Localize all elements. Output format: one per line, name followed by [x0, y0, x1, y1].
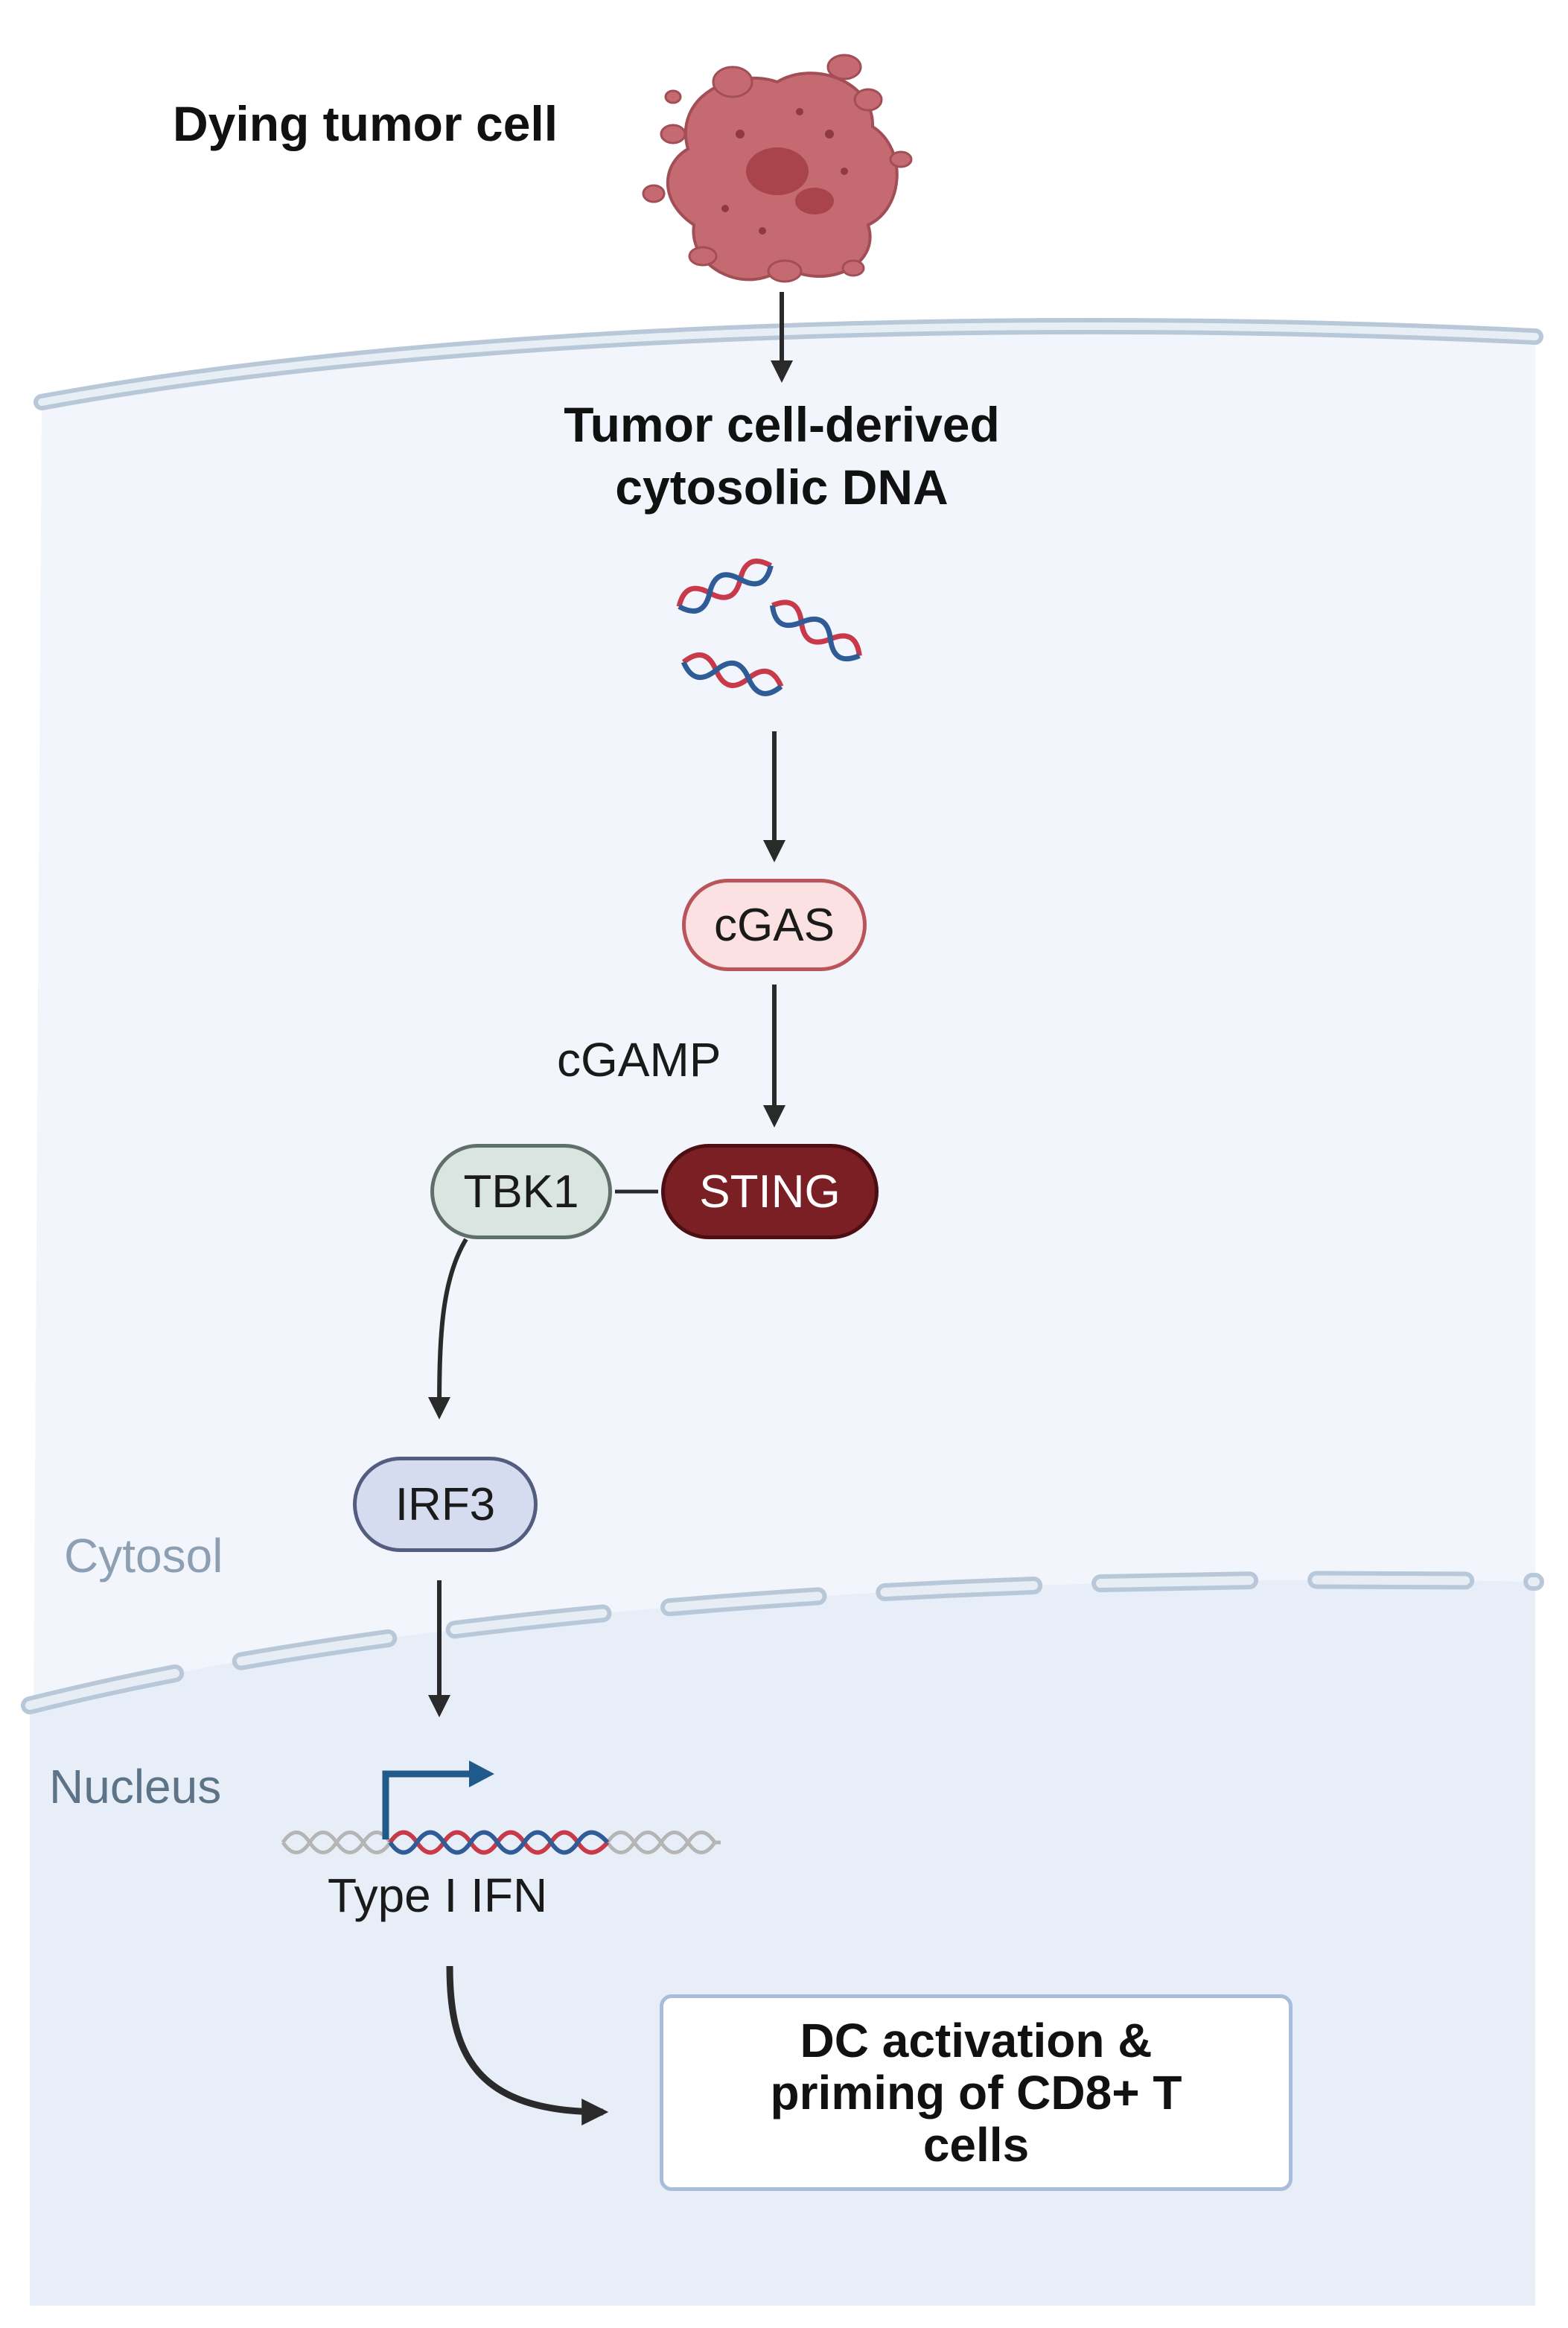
cytosolic-dna-label: Tumor cell-derived cytosolic DNA	[477, 393, 1087, 518]
nuclear-envelope	[21, 1571, 1544, 1714]
cytosolic-dna-label-line1: Tumor cell-derived	[564, 397, 1000, 452]
tbk1-node: TBK1	[430, 1144, 612, 1239]
arrow-ifn-to-outcome	[446, 1965, 609, 2125]
type-i-ifn-label: Type I IFN	[328, 1869, 548, 1922]
dying-tumor-cell-icon	[642, 54, 913, 283]
arrow-tbk1-to-irf3	[428, 1238, 468, 1419]
type-i-ifn-gene-icon	[281, 1761, 721, 1855]
nucleus-label: Nucleus	[49, 1760, 222, 1813]
dc-activation-line3: cells	[922, 2118, 1030, 2172]
dying-tumor-cell-label: Dying tumor cell	[173, 96, 558, 151]
dc-activation-line2: priming of CD8+ T	[770, 2066, 1182, 2119]
cytosolic-dna-icon	[676, 559, 862, 696]
plasma-membrane	[34, 317, 1543, 410]
cytosol-label: Cytosol	[64, 1529, 223, 1583]
sting-node: STING	[661, 1144, 879, 1239]
dc-activation-line1: DC activation &	[800, 2014, 1153, 2067]
cgamp-label: cGAMP	[557, 1033, 721, 1087]
irf3-node: IRF3	[353, 1457, 538, 1552]
cytosolic-dna-label-line2: cytosolic DNA	[615, 459, 949, 515]
cgas-node: cGAS	[682, 879, 867, 971]
dc-activation-box: DC activation & priming of CD8+ T cells	[660, 1994, 1293, 2191]
nucleus-region	[30, 1580, 1535, 2306]
